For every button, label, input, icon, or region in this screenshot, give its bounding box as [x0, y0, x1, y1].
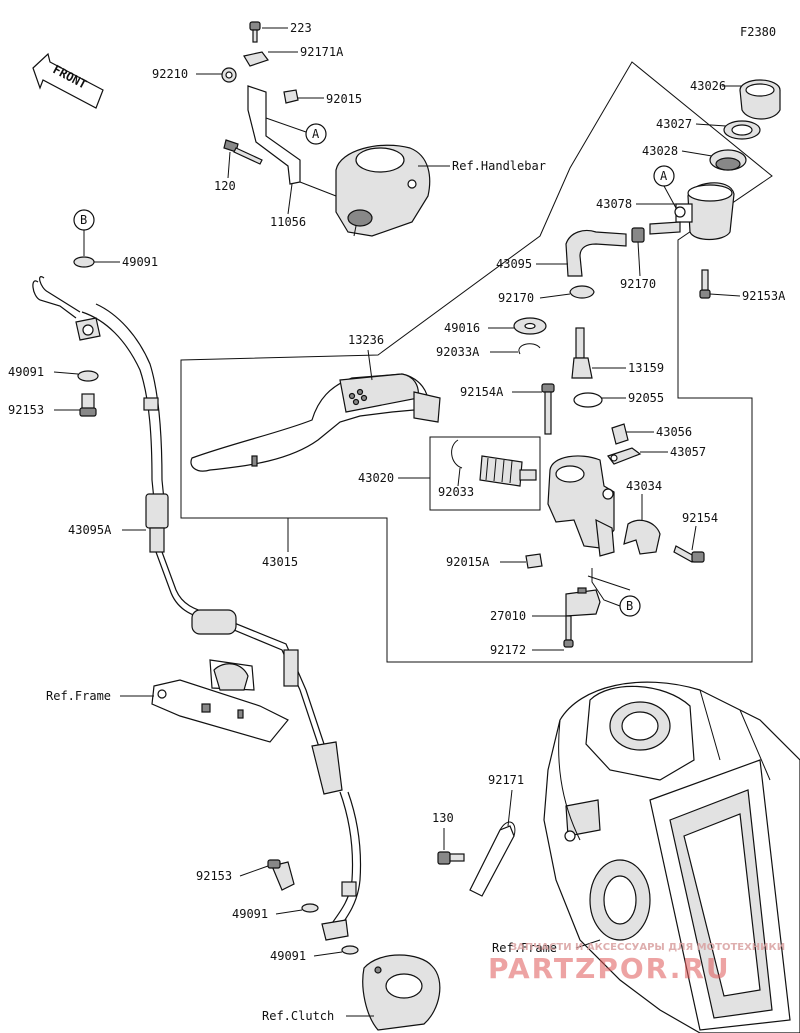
label-223: 223 — [290, 21, 312, 35]
callout-b-lower-label: B — [626, 599, 633, 613]
label-ref-handlebar: Ref.Handlebar — [452, 159, 546, 173]
label-92153-lower: 92153 — [196, 869, 232, 883]
label-92153A: 92153A — [742, 289, 786, 303]
piston-subassembly-box — [429, 436, 541, 511]
label-43095: 43095 — [496, 257, 532, 271]
label-49091-lower: 49091 — [232, 907, 268, 921]
clutch-hose-group — [32, 256, 441, 1031]
lever-group — [190, 317, 705, 648]
watermark-logo: PARTZPOR.RU — [488, 952, 731, 985]
label-43028: 43028 — [642, 144, 678, 158]
label-ref-frame-right: Ref.Frame — [492, 941, 557, 955]
label-43057: 43057 — [670, 445, 706, 459]
label-92055: 92055 — [628, 391, 664, 405]
label-130: 130 — [432, 811, 454, 825]
label-92033A: 92033A — [436, 345, 480, 359]
label-43095A: 43095A — [68, 523, 112, 537]
label-11056: 11056 — [270, 215, 306, 229]
label-43034: 43034 — [626, 479, 662, 493]
label-92033: 92033 — [438, 485, 474, 499]
front-arrow-icon: FRONT — [32, 52, 104, 109]
callout-a-upper — [305, 123, 327, 145]
callout-b-upper-label: B — [80, 213, 87, 227]
label-92172: 92172 — [490, 643, 526, 657]
label-49091-bottom: 49091 — [270, 949, 306, 963]
assembly-outline — [180, 61, 773, 663]
label-13236: 13236 — [348, 333, 384, 347]
diagram-code: F2380 — [740, 25, 776, 39]
label-92170-upper: 92170 — [620, 277, 656, 291]
handlebar-switch-group — [221, 21, 431, 237]
label-92171A: 92171A — [300, 45, 344, 59]
label-92154A: 92154A — [460, 385, 504, 399]
label-13159: 13159 — [628, 361, 664, 375]
label-43020: 43020 — [358, 471, 394, 485]
callout-a-upper-label: A — [312, 127, 320, 141]
callout-a-lower-label: A — [660, 169, 668, 183]
watermark-tagline: ЗАПЧАСТИ И АКСЕССУАРЫ ДЛЯ МОТОТЕХНИКИ — [510, 942, 785, 953]
label-43056: 43056 — [656, 425, 692, 439]
label-49091-top: 49091 — [122, 255, 158, 269]
reservoir-group — [565, 79, 781, 299]
label-43015: 43015 — [262, 555, 298, 569]
label-43027: 43027 — [656, 117, 692, 131]
frame-group — [437, 681, 800, 1033]
label-92170-lower: 92170 — [498, 291, 534, 305]
label-120: 120 — [214, 179, 236, 193]
label-92153-left: 92153 — [8, 403, 44, 417]
label-92171: 92171 — [488, 773, 524, 787]
label-27010: 27010 — [490, 609, 526, 623]
label-43078: 43078 — [596, 197, 632, 211]
label-92015A: 92015A — [446, 555, 490, 569]
label-49016: 49016 — [444, 321, 480, 335]
label-49091-left: 49091 — [8, 365, 44, 379]
label-43026: 43026 — [690, 79, 726, 93]
label-92210: 92210 — [152, 67, 188, 81]
label-92015: 92015 — [326, 92, 362, 106]
label-ref-clutch: Ref.Clutch — [262, 1009, 334, 1023]
label-ref-frame-left: Ref.Frame — [46, 689, 111, 703]
label-92154: 92154 — [682, 511, 718, 525]
